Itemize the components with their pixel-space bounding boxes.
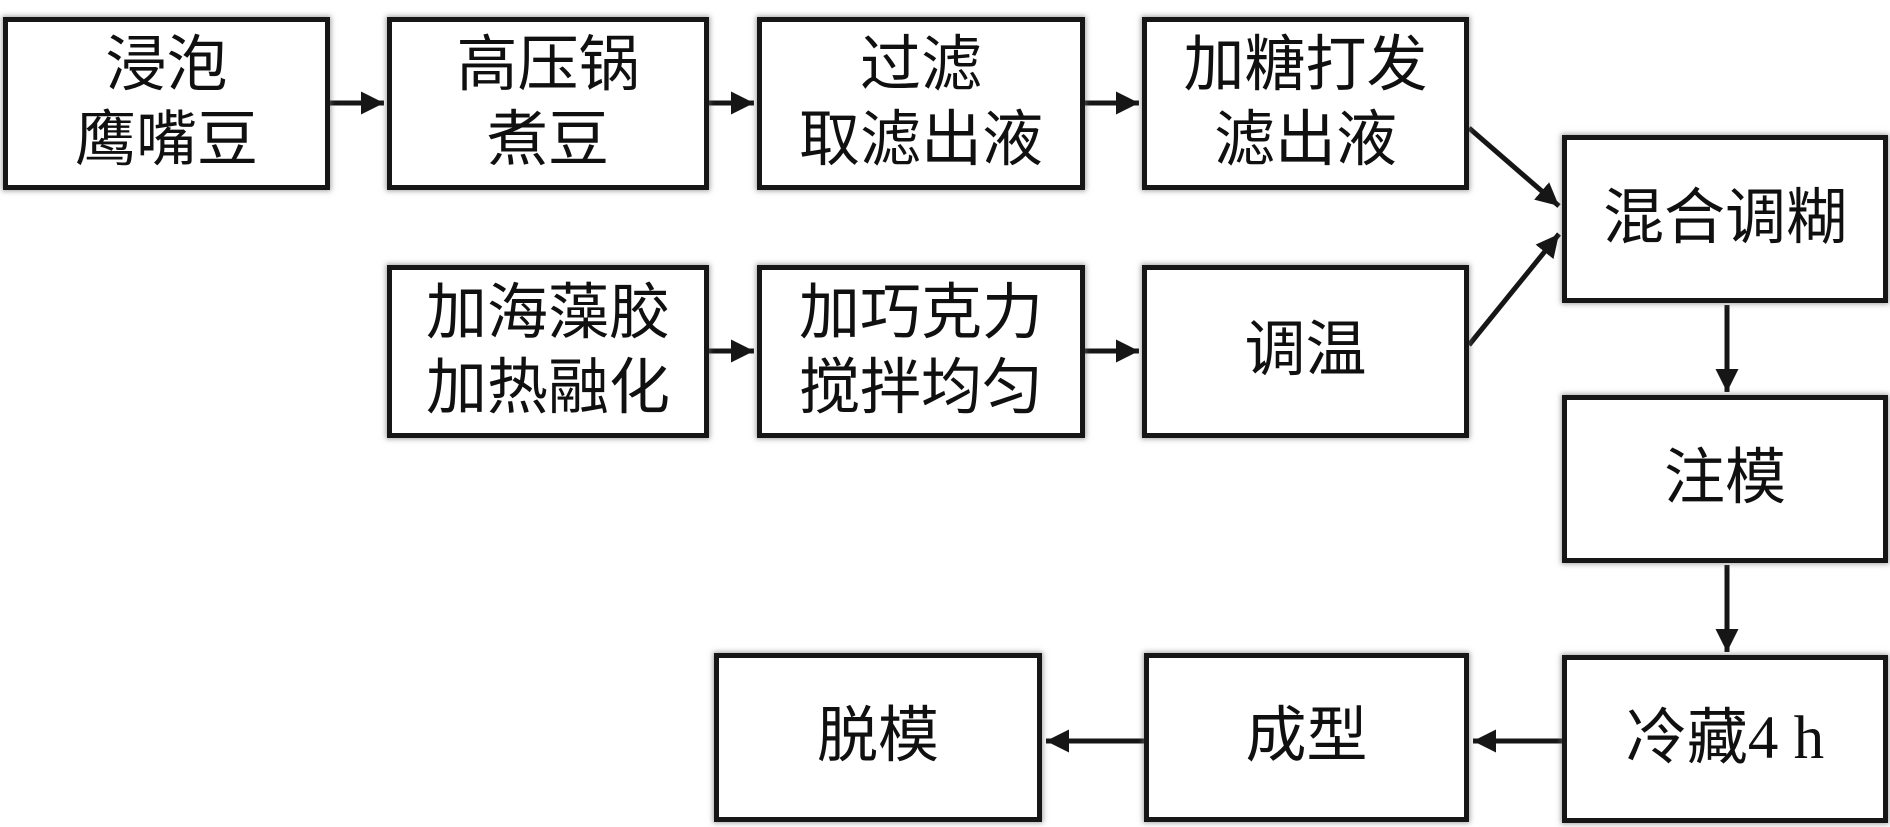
node-label: 加热融化 bbox=[425, 354, 670, 422]
node-label: 冷藏4 h bbox=[1625, 704, 1825, 772]
node-label: 成型 bbox=[1245, 703, 1368, 771]
node-label: 混合调糊 bbox=[1602, 184, 1847, 252]
node-whip-with-sugar: 加糖打发 滤出液 bbox=[1142, 17, 1469, 190]
node-label: 浸泡 bbox=[105, 32, 228, 100]
node-label: 加海藻胶 bbox=[425, 280, 670, 348]
node-filter-liquid: 过滤 取滤出液 bbox=[757, 17, 1085, 190]
node-label: 搅拌均匀 bbox=[798, 354, 1043, 422]
node-melt-algin: 加海藻胶 加热融化 bbox=[387, 265, 709, 438]
node-label: 注模 bbox=[1663, 444, 1786, 512]
node-label: 煮豆 bbox=[486, 106, 609, 174]
node-mix-paste: 混合调糊 bbox=[1562, 135, 1888, 303]
node-label: 鹰嘴豆 bbox=[74, 106, 258, 174]
node-label: 取滤出液 bbox=[798, 106, 1043, 174]
node-add-chocolate: 加巧克力 搅拌均匀 bbox=[757, 265, 1085, 438]
node-label: 加糖打发 bbox=[1183, 32, 1428, 100]
node-demold: 脱模 bbox=[714, 653, 1042, 822]
node-temper: 调温 bbox=[1142, 265, 1469, 438]
node-pressure-cook: 高压锅 煮豆 bbox=[387, 17, 709, 190]
node-label: 过滤 bbox=[859, 32, 982, 100]
node-refrigerate-4h: 冷藏4 h bbox=[1562, 655, 1888, 823]
node-pour-into-mold: 注模 bbox=[1562, 395, 1888, 563]
node-label: 调温 bbox=[1244, 317, 1367, 385]
node-label: 高压锅 bbox=[456, 32, 640, 100]
node-label: 脱模 bbox=[816, 703, 939, 771]
node-label: 滤出液 bbox=[1213, 106, 1397, 174]
node-set-shape: 成型 bbox=[1144, 653, 1469, 822]
node-soak-chickpeas: 浸泡 鹰嘴豆 bbox=[3, 17, 330, 190]
node-label: 加巧克力 bbox=[798, 280, 1043, 348]
